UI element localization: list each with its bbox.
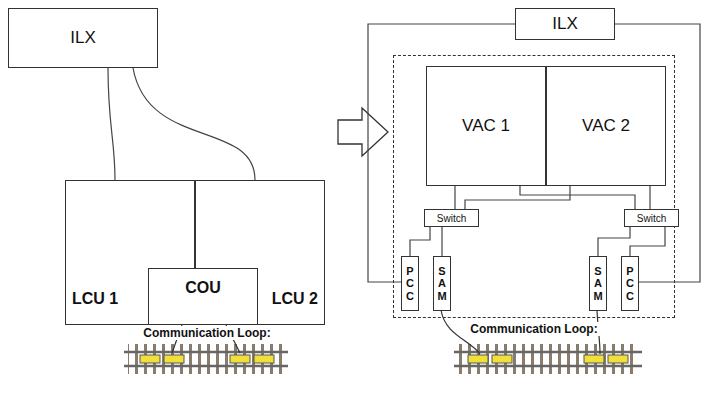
sleepers	[128, 344, 284, 374]
system-box: ILX	[8, 8, 158, 68]
switch-box: Switch	[424, 209, 479, 227]
connector-line	[133, 68, 255, 180]
track-right	[441, 310, 642, 374]
node-label: PCC	[405, 265, 416, 301]
module-box: PCC	[401, 256, 419, 311]
rail	[454, 351, 642, 354]
transition-arrow	[338, 108, 388, 156]
loop-label: Communication Loop:	[135, 326, 279, 340]
node-label: SAM	[593, 265, 604, 301]
connector-line	[630, 227, 665, 256]
connector-line	[598, 227, 630, 256]
connector-line	[410, 227, 430, 256]
node-label: PCC	[625, 265, 636, 301]
switch-box: Switch	[624, 209, 679, 227]
unit-box: COU	[148, 268, 258, 325]
balise	[468, 355, 488, 363]
node-label: VAC 1	[462, 116, 510, 136]
rail	[454, 365, 642, 368]
balise	[608, 355, 628, 363]
group-frame: VAC 1 VAC 2 Switch SwitchPCC SAM SAM PCC	[393, 55, 675, 318]
node-label: LCU 2	[272, 290, 318, 308]
system-box: ILX	[515, 8, 615, 40]
rail	[124, 351, 288, 354]
node-label: ILX	[552, 14, 578, 34]
balise	[492, 355, 512, 363]
computer-box: VAC 1	[426, 66, 546, 186]
sleepers	[458, 344, 638, 374]
computer-box: VAC 2	[546, 66, 666, 186]
balise	[230, 355, 250, 363]
node-label: Switch	[437, 213, 466, 224]
node-label: COU	[185, 279, 221, 297]
module-box: SAM	[433, 256, 451, 311]
rail	[124, 365, 288, 368]
balise	[584, 355, 604, 363]
node-label: ILX	[70, 28, 96, 48]
node-label: VAC 2	[582, 116, 630, 136]
connector-line	[108, 68, 115, 180]
module-box: SAM	[589, 256, 607, 311]
node-label: Switch	[637, 213, 666, 224]
connector-line	[465, 186, 570, 209]
balise	[254, 355, 274, 363]
loop-label: Communication Loop:	[462, 322, 606, 336]
node-label: LCU 1	[72, 290, 118, 308]
balise	[140, 355, 160, 363]
balise	[164, 355, 184, 363]
connector-line	[454, 186, 455, 209]
connector-line	[441, 227, 442, 256]
module-box: PCC	[621, 256, 639, 311]
connector-line	[520, 186, 635, 209]
track-left	[124, 325, 288, 374]
node-label: SAM	[437, 265, 448, 301]
connector-line	[649, 186, 650, 209]
